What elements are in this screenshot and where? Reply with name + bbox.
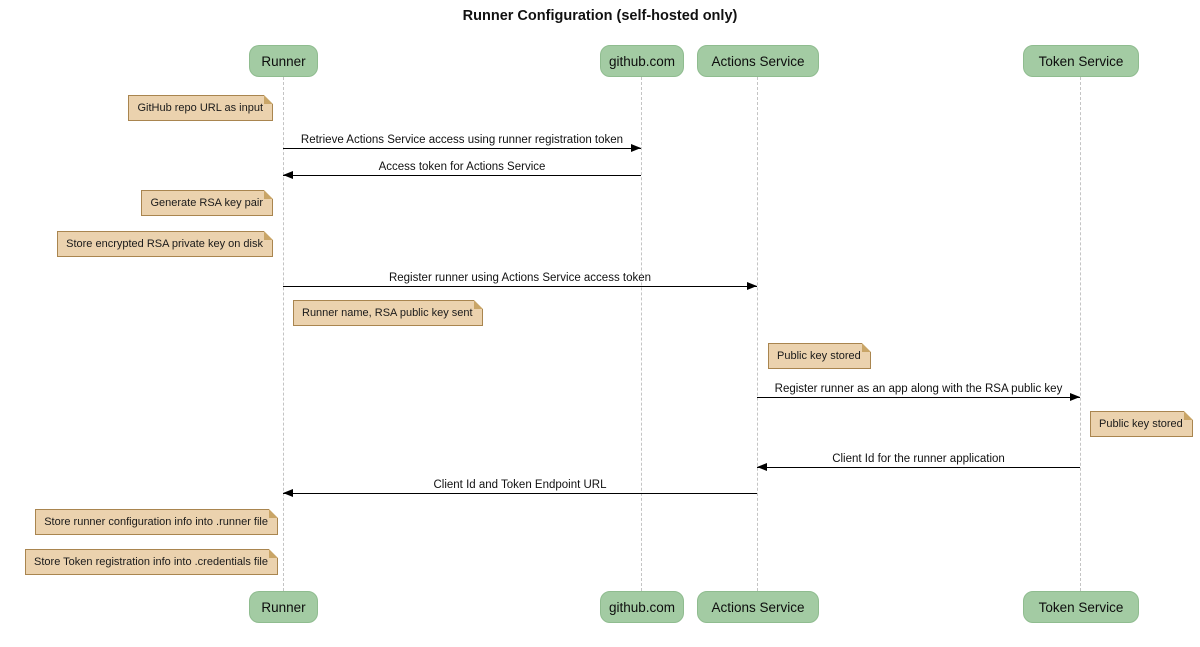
note-runner-name-sent: Runner name, RSA public key sent [293, 300, 483, 326]
participant-label: Actions Service [711, 53, 805, 69]
participant-github-bottom: github.com [600, 591, 684, 623]
note-label: Public key stored [1099, 418, 1183, 430]
message-label: Client Id and Token Endpoint URL [433, 479, 607, 491]
participant-label: Runner [261, 599, 306, 615]
participant-token-service-bottom: Token Service [1023, 591, 1139, 623]
note-public-key-stored-actions: Public key stored [768, 343, 871, 369]
participant-actions-service-bottom: Actions Service [697, 591, 819, 623]
note-store-credentials-file: Store Token registration info into .cred… [25, 549, 278, 575]
participant-runner-top: Runner [249, 45, 318, 77]
participant-github-top: github.com [600, 45, 684, 77]
note-label: Store encrypted RSA private key on disk [66, 238, 263, 250]
arrowhead-right-icon [631, 144, 641, 152]
arrowhead-left-icon [283, 171, 293, 179]
note-label: Public key stored [777, 350, 861, 362]
note-label: GitHub repo URL as input [137, 102, 263, 114]
note-label: Store runner configuration info into .ru… [44, 516, 268, 528]
note-store-private-key: Store encrypted RSA private key on disk [57, 231, 273, 257]
note-label: Runner name, RSA public key sent [302, 307, 473, 319]
note-store-runner-file: Store runner configuration info into .ru… [35, 509, 278, 535]
message-client-id-endpoint: Client Id and Token Endpoint URL [283, 478, 757, 497]
note-public-key-stored-token: Public key stored [1090, 411, 1193, 437]
message-register-app: Register runner as an app along with the… [757, 382, 1080, 401]
lifeline-token-service [1080, 77, 1081, 591]
note-generate-rsa: Generate RSA key pair [141, 190, 273, 216]
participant-label: Actions Service [711, 599, 805, 615]
message-line [283, 171, 641, 179]
message-line [283, 144, 641, 152]
message-access-token: Access token for Actions Service [283, 160, 641, 179]
participant-label: Token Service [1038, 599, 1124, 615]
message-line [283, 489, 757, 497]
arrowhead-left-icon [283, 489, 293, 497]
lifeline-github [641, 77, 642, 591]
arrowhead-right-icon [1070, 393, 1080, 401]
message-label: Retrieve Actions Service access using ru… [300, 134, 624, 146]
participant-label: Runner [261, 53, 306, 69]
participant-label: Token Service [1038, 53, 1124, 69]
message-line [283, 282, 757, 290]
message-label: Client Id for the runner application [832, 453, 1005, 465]
participant-label: github.com [608, 53, 676, 69]
message-line [757, 393, 1080, 401]
message-label: Register runner using Actions Service ac… [388, 272, 652, 284]
diagram-title: Runner Configuration (self-hosted only) [462, 8, 738, 24]
message-line [757, 463, 1080, 471]
message-client-id: Client Id for the runner application [757, 452, 1080, 471]
arrowhead-left-icon [757, 463, 767, 471]
participant-token-service-top: Token Service [1023, 45, 1139, 77]
message-label: Register runner as an app along with the… [774, 383, 1063, 395]
participant-actions-service-top: Actions Service [697, 45, 819, 77]
lifeline-actions-service [757, 77, 758, 591]
participant-runner-bottom: Runner [249, 591, 318, 623]
note-label: Store Token registration info into .cred… [34, 556, 268, 568]
message-label: Access token for Actions Service [378, 161, 546, 173]
note-label: Generate RSA key pair [150, 197, 263, 209]
note-github-repo-url: GitHub repo URL as input [128, 95, 273, 121]
participant-label: github.com [608, 599, 676, 615]
lifeline-runner [283, 77, 284, 591]
message-register-runner: Register runner using Actions Service ac… [283, 271, 757, 290]
arrowhead-right-icon [747, 282, 757, 290]
message-retrieve-access: Retrieve Actions Service access using ru… [283, 133, 641, 152]
